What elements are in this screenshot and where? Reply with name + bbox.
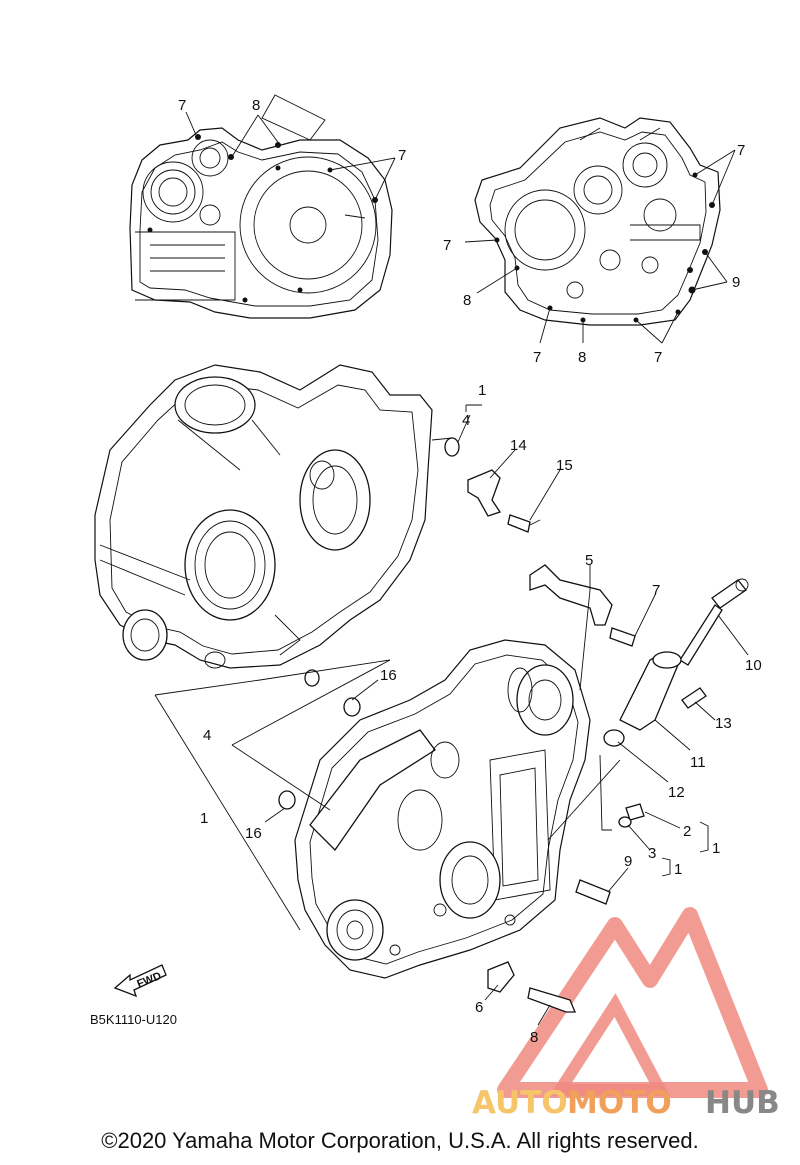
callout-13: 13 bbox=[715, 715, 732, 732]
callout-1: 1 bbox=[712, 840, 720, 857]
callout-7: 7 bbox=[652, 582, 660, 599]
callout-11: 11 bbox=[690, 754, 706, 771]
crankcase-lower-assembly bbox=[294, 639, 591, 979]
callout-16: 16 bbox=[380, 667, 397, 684]
watermark-wordmark: AUTO MOTO HUB bbox=[472, 1085, 780, 1121]
callout-8: 8 bbox=[252, 97, 260, 114]
callout-2: 2 bbox=[683, 823, 691, 840]
callout-7: 7 bbox=[398, 147, 406, 164]
callout-8: 8 bbox=[578, 349, 586, 366]
diagram-code: B5K1110-U120 bbox=[90, 1012, 177, 1027]
plug-2 bbox=[625, 803, 645, 821]
bolt-8 bbox=[527, 987, 576, 1013]
callout-6: 6 bbox=[475, 999, 483, 1016]
callout-7: 7 bbox=[533, 349, 541, 366]
callout-10: 10 bbox=[745, 657, 762, 674]
watermark-auto: AUTO bbox=[472, 1085, 568, 1121]
callout-1: 1 bbox=[200, 810, 208, 827]
callout-7: 7 bbox=[654, 349, 662, 366]
callout-7: 7 bbox=[178, 97, 186, 114]
callout-16: 16 bbox=[245, 825, 262, 842]
callout-4: 4 bbox=[462, 412, 470, 429]
bolt-13 bbox=[681, 687, 707, 709]
gasket-3 bbox=[618, 816, 632, 828]
watermark-logo bbox=[497, 907, 768, 1098]
watermark-moto: MOTO bbox=[567, 1085, 672, 1121]
callout-1: 1 bbox=[478, 382, 486, 399]
dipstick-10 bbox=[679, 578, 749, 666]
dowel-pin-upper bbox=[431, 437, 460, 457]
pipe-11 bbox=[619, 651, 682, 731]
callout-12: 12 bbox=[668, 784, 685, 801]
callout-5: 5 bbox=[585, 552, 593, 569]
bolt-15 bbox=[507, 514, 541, 533]
callout-9: 9 bbox=[624, 853, 632, 870]
dowel-pin-16b bbox=[278, 790, 296, 810]
callout-8: 8 bbox=[463, 292, 471, 309]
bolt-9 bbox=[575, 879, 611, 905]
callout-1: 1 bbox=[674, 861, 682, 878]
top-right-leaders bbox=[464, 149, 736, 344]
fwd-arrow-icon: FWD bbox=[113, 964, 167, 998]
bolt-7 bbox=[609, 627, 636, 647]
callout-8: 8 bbox=[530, 1029, 538, 1046]
bracket-6 bbox=[487, 961, 515, 993]
breather-bracket-5 bbox=[529, 564, 613, 626]
callout-15: 15 bbox=[556, 457, 573, 474]
dowel-pin-16a bbox=[343, 697, 361, 717]
callout-9: 9 bbox=[732, 274, 740, 291]
dowel-pin-4b bbox=[304, 669, 320, 687]
callout-14: 14 bbox=[510, 437, 527, 454]
plate-14 bbox=[467, 469, 502, 517]
crankcase-left-half-view bbox=[129, 94, 393, 319]
crankcase-upper-assembly bbox=[94, 364, 433, 669]
callout-7: 7 bbox=[443, 237, 451, 254]
copyright-notice: ©2020 Yamaha Motor Corporation, U.S.A. A… bbox=[101, 1128, 699, 1153]
crankcase-right-half-view bbox=[474, 117, 721, 326]
o-ring-12 bbox=[603, 729, 625, 747]
callout-7: 7 bbox=[737, 142, 745, 159]
callout-4: 4 bbox=[203, 727, 211, 744]
watermark-hub: HUB bbox=[705, 1085, 780, 1121]
main-leaders bbox=[154, 404, 749, 1026]
fwd-label: FWD bbox=[135, 970, 163, 991]
callout-3: 3 bbox=[648, 845, 656, 862]
top-left-leaders bbox=[185, 111, 396, 201]
